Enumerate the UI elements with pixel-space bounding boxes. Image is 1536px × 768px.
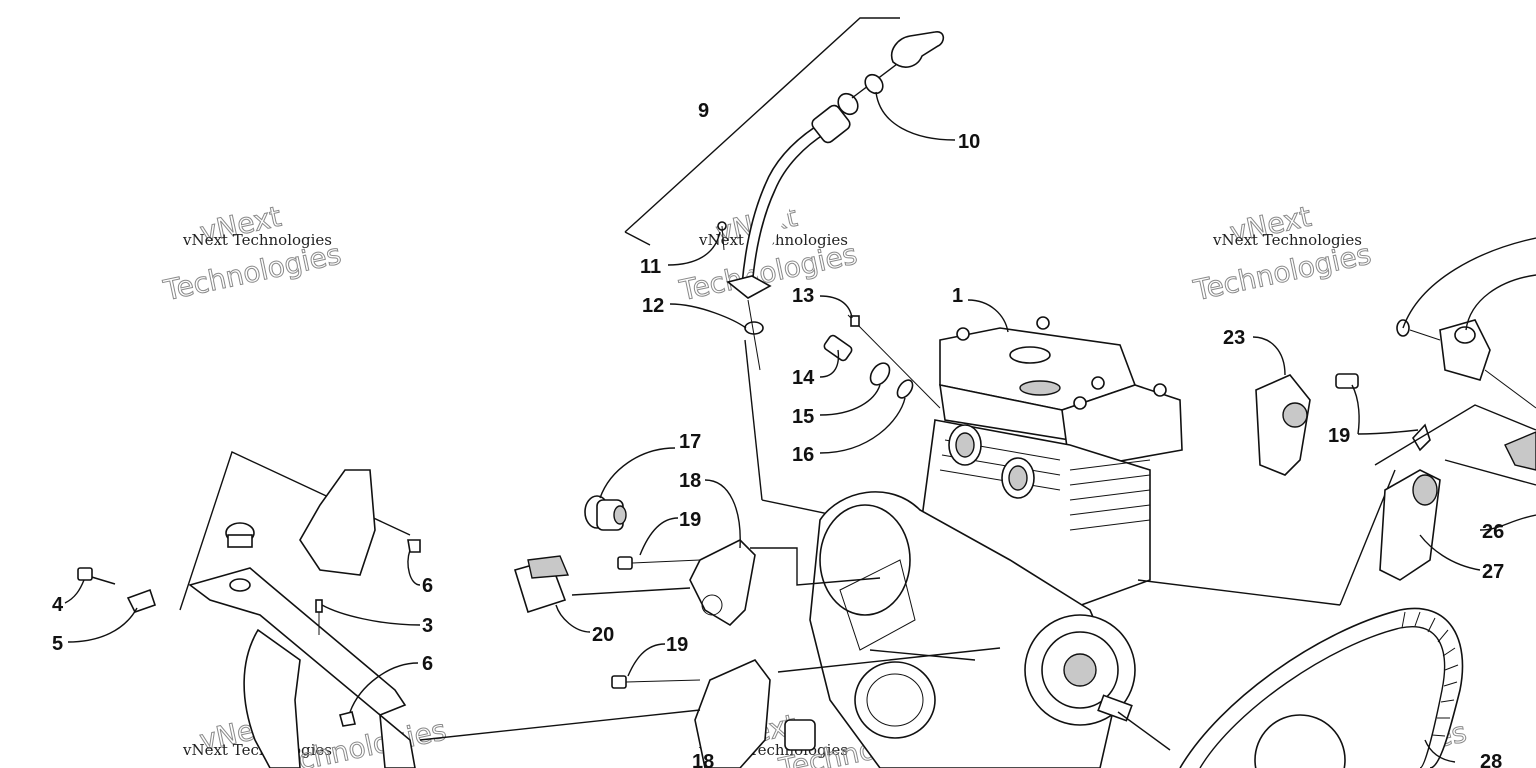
mount-bracket-23 <box>1255 374 1311 476</box>
callout-18a: 18 <box>679 470 701 492</box>
watermark-text: vNext Technologies <box>1212 231 1362 249</box>
dipstick-assembly <box>624 17 945 531</box>
fitting-group <box>823 314 941 409</box>
callout-10: 10 <box>958 131 980 153</box>
callout-13: 13 <box>792 285 814 307</box>
callout-3: 3 <box>422 615 433 637</box>
callout-16: 16 <box>792 444 814 466</box>
callout-28: 28 <box>1480 751 1502 768</box>
right-mounts <box>1255 319 1536 581</box>
engine-mount-bracket <box>188 567 407 716</box>
callout-labels: 1 3 4 5 6 6 9 10 11 12 13 14 15 16 17 18… <box>52 100 1504 768</box>
bolt-19c <box>1335 373 1359 389</box>
callout-27: 27 <box>1482 561 1504 583</box>
fitting-14 <box>823 334 853 362</box>
watermark-text: vNext Technologies <box>182 231 332 249</box>
callout-23: 23 <box>1223 327 1245 349</box>
o-ring-16 <box>896 379 914 399</box>
drive-belt <box>1179 607 1464 768</box>
tube-flange <box>726 275 772 299</box>
bolt-19b <box>611 675 627 689</box>
callout-11: 11 <box>640 256 661 278</box>
center-mounts <box>419 495 1001 768</box>
oil-filter <box>854 661 936 739</box>
callout-19b: 19 <box>666 634 688 656</box>
engine-block <box>809 316 1396 768</box>
watermark-right: vNext vNext Technologies Technologies <box>1190 199 1375 307</box>
callout-19a: 19 <box>679 509 701 531</box>
callout-12: 12 <box>642 295 664 317</box>
o-ring-10 <box>864 73 884 95</box>
bolt-13 <box>850 315 860 327</box>
callout-26: 26 <box>1482 521 1504 543</box>
tube-to-engine-line <box>744 339 763 501</box>
callout-15: 15 <box>792 406 814 428</box>
callout-14: 14 <box>792 367 815 389</box>
nut-6a <box>407 539 421 553</box>
callout-1: 1 <box>952 285 963 307</box>
callout-20: 20 <box>592 624 614 646</box>
bracket-line-9 <box>624 17 900 233</box>
leader-lines <box>64 91 1536 763</box>
dipstick-handle <box>891 31 945 68</box>
engine-to-mount-line <box>1137 579 1341 606</box>
pad-26 <box>1504 431 1536 471</box>
washer-15 <box>869 362 891 386</box>
tube-collar <box>811 104 851 144</box>
callout-4: 4 <box>52 594 64 616</box>
bolt-19a <box>617 556 633 570</box>
bolt-3 <box>315 599 323 613</box>
upper-mount <box>1439 319 1491 381</box>
nut-6b <box>339 711 356 727</box>
mount-plate <box>299 469 376 576</box>
mount-bracket-18b <box>694 659 771 768</box>
left-bracket-assembly <box>77 451 421 768</box>
callout-6b: 6 <box>422 653 433 675</box>
callout-5: 5 <box>52 633 63 655</box>
washer-5 <box>126 588 157 613</box>
mount-bracket-18 <box>689 539 756 627</box>
callout-9: 9 <box>698 100 709 122</box>
callout-19c: 19 <box>1328 425 1350 447</box>
callout-6a: 6 <box>422 575 433 597</box>
callout-17: 17 <box>679 431 701 453</box>
callout-18b: 18 <box>692 751 714 768</box>
watermark-left: vNext vNext Technologies Technologies <box>160 199 345 307</box>
